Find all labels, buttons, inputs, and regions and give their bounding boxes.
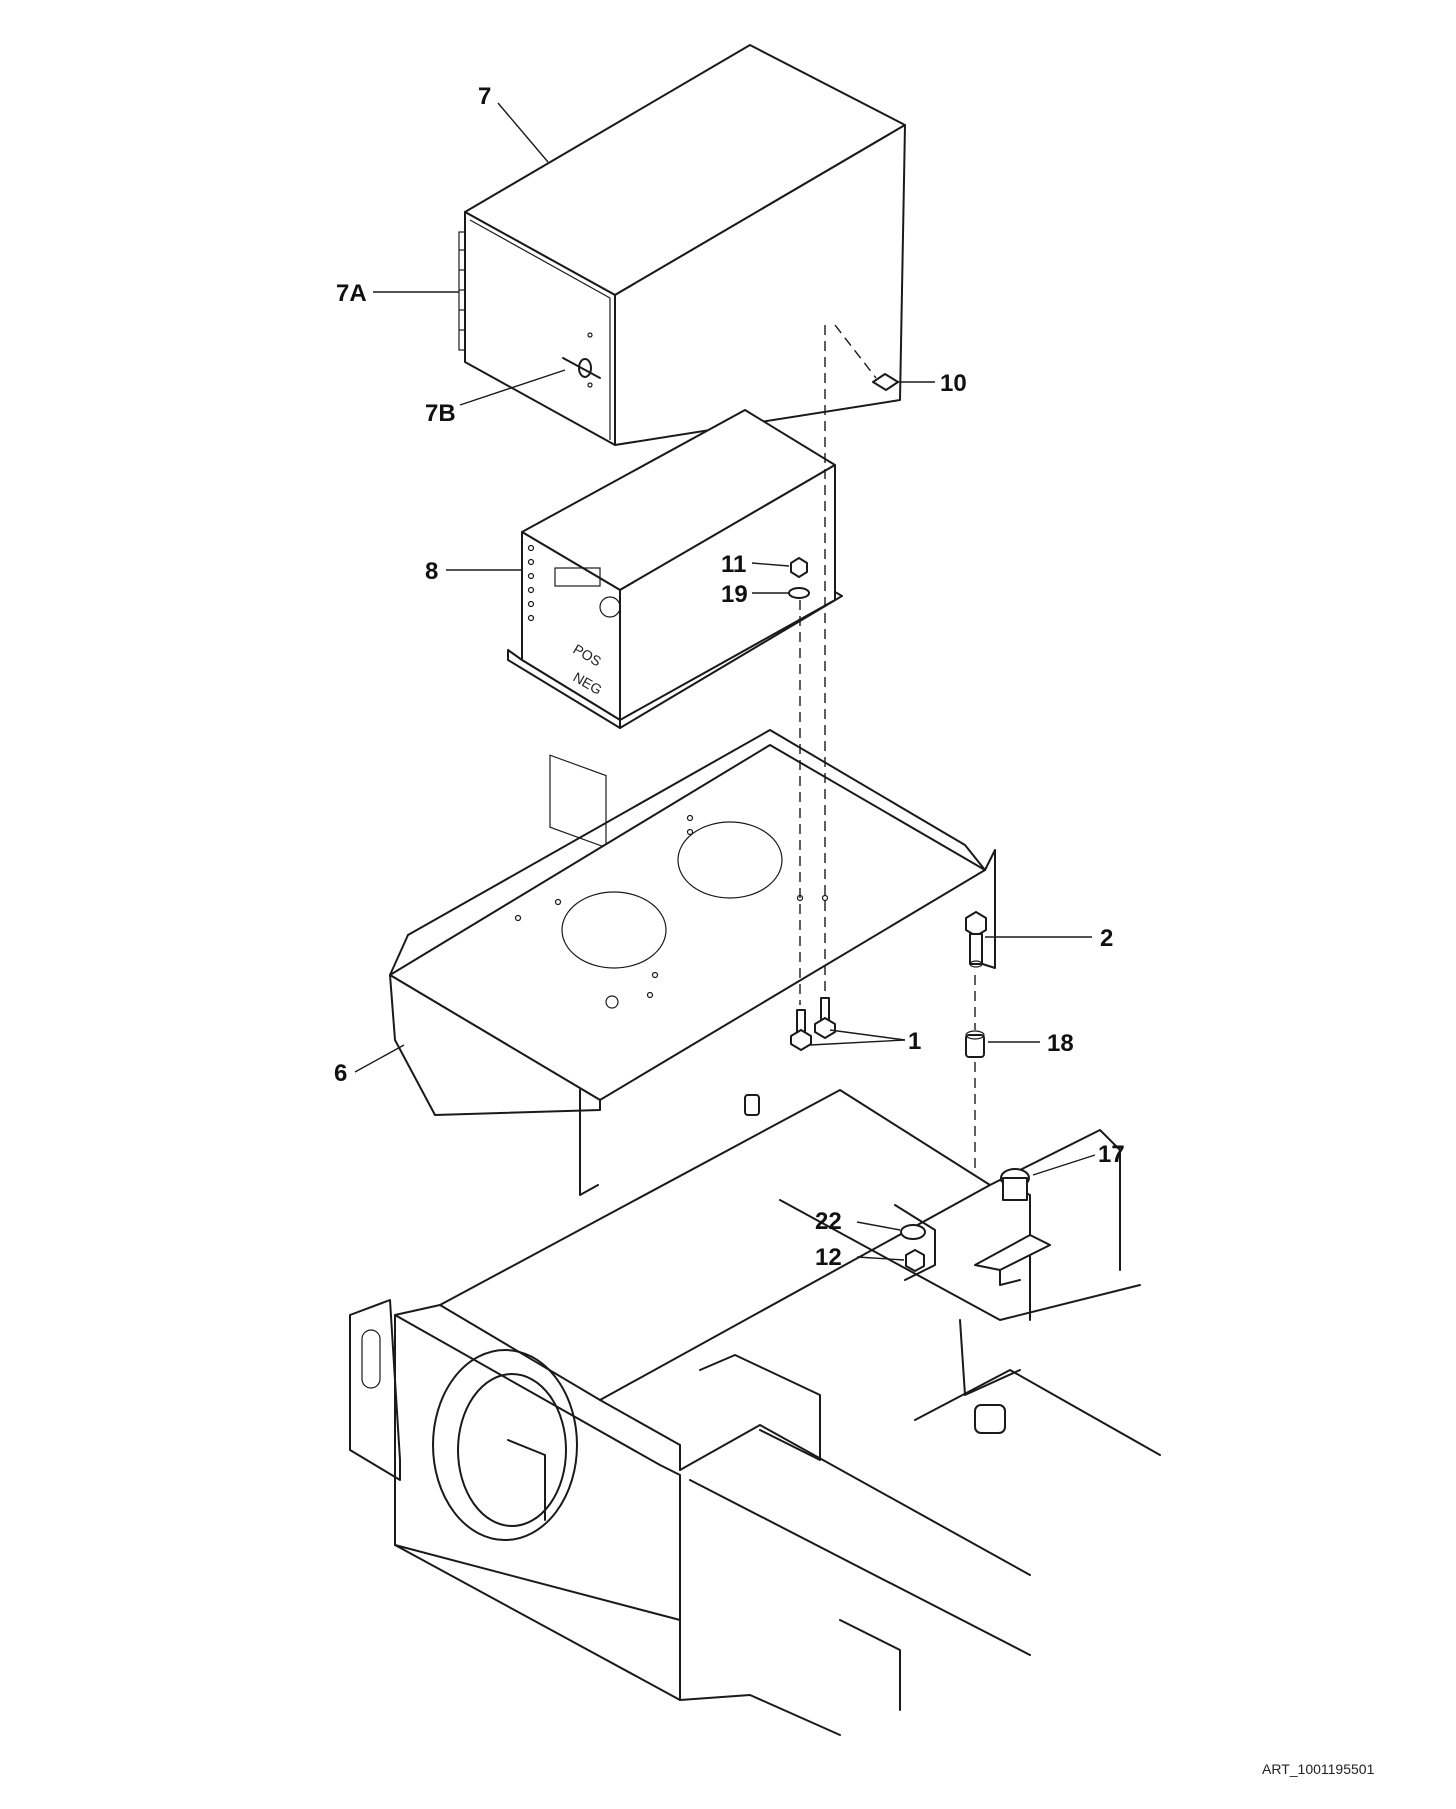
part-17-grommet	[1000, 1168, 1030, 1201]
digital-readout	[554, 567, 601, 587]
callout-1: 1	[908, 1028, 921, 1055]
callout-6: 6	[334, 1060, 347, 1087]
callout-labels: 7 7A 7B 10 8 11 19 2 1 18 6 17 22 12	[334, 83, 1125, 1271]
part-8-charger: POS NEG	[507, 409, 843, 849]
part-6-tray	[389, 729, 996, 1196]
part-2-bolt	[965, 911, 987, 968]
part-22-washer	[900, 1224, 926, 1240]
callout-19: 19	[721, 581, 748, 608]
callout-18: 18	[1047, 1030, 1074, 1057]
callout-12: 12	[815, 1244, 842, 1271]
part-12-nut	[905, 1249, 925, 1272]
washer-19	[788, 587, 810, 599]
latch-7b	[562, 332, 601, 388]
callout-17: 17	[1098, 1141, 1125, 1168]
callout-11: 11	[721, 551, 746, 578]
base-frame	[349, 1089, 1161, 1736]
tray-opening-2	[677, 821, 783, 899]
hinge-7a	[458, 231, 466, 351]
tray-opening-1	[561, 891, 667, 969]
callout-8: 8	[425, 558, 438, 585]
callout-7: 7	[478, 83, 491, 110]
nut-11	[790, 557, 808, 578]
part-18-spacer	[965, 1030, 985, 1058]
callout-10: 10	[940, 370, 967, 397]
leader-lines	[354, 102, 1096, 1261]
art-reference: ART_1001195501	[1262, 1761, 1375, 1777]
mounting-ring	[432, 1349, 578, 1541]
callout-22: 22	[815, 1208, 842, 1235]
callout-7a: 7A	[336, 280, 367, 307]
part-1-screws	[790, 997, 836, 1051]
callout-7b: 7B	[425, 400, 456, 427]
assembly-lines	[799, 324, 976, 1206]
callout-2: 2	[1100, 925, 1113, 952]
display-window	[549, 754, 607, 849]
part-7-cover-box	[458, 44, 906, 446]
power-knob	[599, 596, 621, 618]
